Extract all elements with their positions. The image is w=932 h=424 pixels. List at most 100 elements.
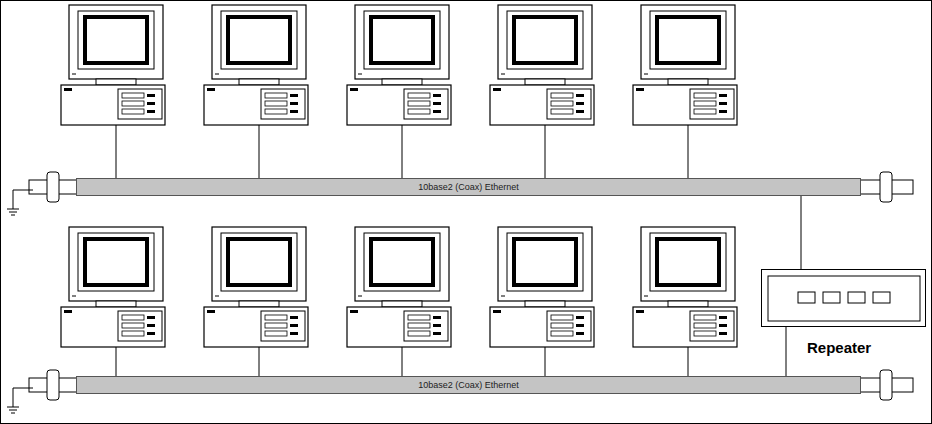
drawing-stroke: [551, 323, 573, 328]
device-label: Repeater: [807, 339, 871, 356]
drawing-stroke: [719, 332, 727, 335]
drawing-stroke: [228, 17, 290, 63]
drawing-stroke: [694, 93, 716, 98]
drawing-stroke: [13, 388, 14, 407]
computer-icon: [204, 227, 308, 377]
drawing-stroke: [290, 102, 298, 105]
drawing-stroke: [657, 239, 719, 285]
drawing-stroke: [147, 324, 155, 327]
drawing-stroke: [265, 101, 287, 106]
drawing-stroke: [221, 11, 297, 69]
drawing-stroke: [433, 110, 441, 113]
drawing-stroke: [61, 307, 165, 347]
drawing-stroke: [768, 276, 920, 321]
drawing-stroke: [122, 93, 144, 98]
drawing-stroke: [290, 110, 298, 113]
drawing-stroke: [525, 301, 565, 307]
drawing-stroke: [576, 110, 584, 113]
coax-bus: 10base2 (Coax) Ethernet: [76, 376, 861, 394]
drawing-stroke: [371, 239, 433, 285]
computer-icon: [633, 227, 737, 377]
drawing-stroke: [85, 239, 147, 285]
drawing-stroke: [290, 332, 298, 335]
drawing-stroke: [650, 11, 726, 69]
drawing-stroke: [408, 315, 430, 320]
drop-cable: [402, 347, 403, 377]
drawing-stroke: [636, 88, 644, 91]
drawing-stroke: [47, 172, 59, 202]
drawing-stroke: [265, 109, 287, 114]
drawing-stroke: [215, 74, 219, 75]
drop-cable: [545, 125, 546, 179]
drawing-stroke: [290, 94, 298, 97]
drawing-stroke: [118, 89, 162, 119]
drawing-stroke: [72, 74, 76, 75]
drawing-stroke: [551, 109, 573, 114]
drawing-stroke: [47, 370, 59, 400]
drawing-stroke: [122, 101, 144, 106]
drop-cable: [688, 125, 689, 179]
drawing-stroke: [382, 301, 422, 307]
drawing-stroke: [576, 332, 584, 335]
drop-cable: [116, 347, 117, 377]
drawing-stroke: [547, 311, 591, 341]
drawing-stroke: [96, 79, 136, 85]
drawing-stroke: [690, 311, 734, 341]
drawing-stroke: [239, 301, 279, 307]
drawing-stroke: [358, 74, 362, 75]
drawing-stroke: [364, 11, 440, 69]
drawing-stroke: [350, 310, 358, 313]
drawing-stroke: [719, 324, 727, 327]
drawing-stroke: [668, 301, 708, 307]
drawing-stroke: [69, 227, 163, 301]
drawing-stroke: [433, 316, 441, 319]
drawing-stroke: [408, 93, 430, 98]
drawing-stroke: [358, 296, 362, 297]
drawing-stroke: [657, 17, 719, 63]
drawing-stroke: [694, 101, 716, 106]
drawing-stroke: [880, 172, 892, 202]
drawing-stroke: [525, 79, 565, 85]
drawing-stroke: [265, 315, 287, 320]
drawing-stroke: [261, 89, 305, 119]
drawing-stroke: [514, 239, 576, 285]
drawing-stroke: [719, 102, 727, 105]
drawing-stroke: [204, 85, 308, 125]
drawing-stroke: [490, 85, 594, 125]
drawing-stroke: [147, 332, 155, 335]
computer-icon: [490, 227, 594, 377]
drawing-stroke: [551, 93, 573, 98]
drop-cable: [688, 347, 689, 377]
drawing-stroke: [694, 331, 716, 336]
drawing-stroke: [694, 323, 716, 328]
drawing-stroke: [13, 388, 33, 389]
drawing-stroke: [633, 307, 737, 347]
drawing-stroke: [823, 292, 840, 303]
drawing-stroke: [408, 101, 430, 106]
drawing-stroke: [239, 79, 279, 85]
drawing-stroke: [433, 102, 441, 105]
drawing-stroke: [873, 292, 890, 303]
drawing-stroke: [355, 5, 449, 79]
computer-icon: [347, 227, 451, 377]
drawing-stroke: [719, 110, 727, 113]
drawing-stroke: [215, 296, 219, 297]
drawing-stroke: [212, 5, 306, 79]
drawing-stroke: [798, 292, 815, 303]
drawing-stroke: [690, 89, 734, 119]
drawing-stroke: [551, 331, 573, 336]
drop-cable: [259, 125, 260, 179]
drawing-stroke: [122, 331, 144, 336]
drawing-stroke: [644, 296, 648, 297]
computer-icon: [347, 5, 451, 179]
drawing-stroke: [265, 93, 287, 98]
drawing-stroke: [507, 233, 583, 291]
drawing-stroke: [147, 94, 155, 97]
drawing-stroke: [147, 110, 155, 113]
drawing-stroke: [490, 307, 594, 347]
computer-icon: [633, 5, 737, 179]
drawing-stroke: [61, 85, 165, 125]
drawing-stroke: [507, 11, 583, 69]
drawing-stroke: [290, 316, 298, 319]
